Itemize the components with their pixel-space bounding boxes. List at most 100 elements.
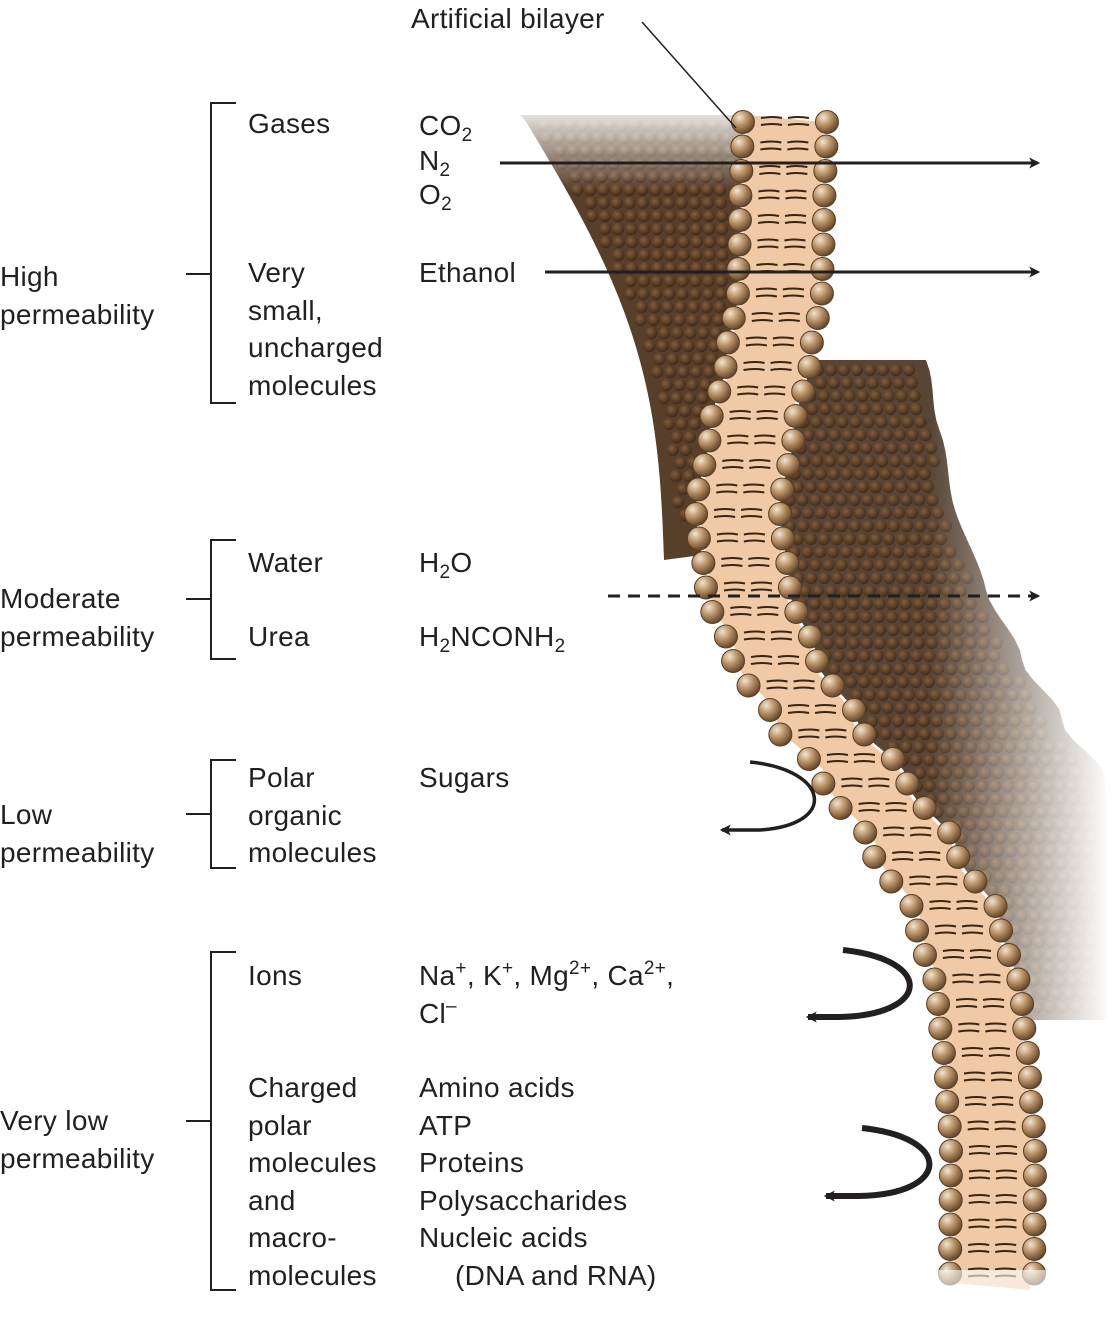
polar-head <box>843 699 866 722</box>
back-head <box>584 197 596 209</box>
back-head <box>679 353 691 365</box>
back-head <box>906 507 918 519</box>
polar-head <box>769 503 792 526</box>
back-head <box>918 715 930 727</box>
back-head <box>638 210 650 222</box>
back-head <box>895 481 907 493</box>
back-head <box>835 559 847 571</box>
tail <box>964 1080 985 1081</box>
formula-part: Ca <box>607 960 643 991</box>
tail <box>744 632 765 633</box>
formula-part: K <box>483 960 502 991</box>
tail <box>979 975 1000 976</box>
polar-head <box>731 111 754 134</box>
bracket-low <box>186 760 236 868</box>
back-head <box>880 507 892 519</box>
tail <box>717 541 738 542</box>
tail <box>958 1024 979 1025</box>
back-head <box>818 533 830 545</box>
back-head <box>854 663 866 675</box>
back-head <box>867 507 879 519</box>
molecule-sugars: Sugars <box>419 759 510 797</box>
tail <box>868 786 889 787</box>
tail <box>771 369 792 370</box>
category-ions: Ions <box>248 957 302 995</box>
back-head <box>613 236 625 248</box>
polar-head <box>687 478 710 501</box>
back-head <box>895 390 907 402</box>
formula-part: H <box>419 547 440 578</box>
arrow-macro-bounce <box>826 1128 929 1196</box>
back-head <box>848 494 860 506</box>
back-head <box>893 468 905 480</box>
tail <box>743 485 764 486</box>
tail <box>785 215 806 216</box>
polar-head <box>729 209 752 232</box>
level-text-line: Very low <box>0 1102 155 1140</box>
tail <box>758 222 779 223</box>
polar-head <box>798 625 821 648</box>
back-head <box>716 223 728 235</box>
back-head <box>834 442 846 454</box>
back-head <box>850 455 862 467</box>
polar-head <box>708 380 731 403</box>
back-head <box>880 468 892 480</box>
subscript: 2 <box>555 636 566 657</box>
back-head <box>651 366 663 378</box>
back-head <box>908 481 920 493</box>
back-head <box>887 637 899 649</box>
back-head <box>886 611 898 623</box>
tail <box>995 1227 1016 1228</box>
back-head <box>697 327 709 339</box>
back-head <box>919 507 931 519</box>
polar-head <box>927 993 950 1016</box>
level-text-line: permeability <box>0 1140 155 1178</box>
tail <box>983 1006 1004 1007</box>
polar-head <box>929 1017 952 1040</box>
back-head <box>649 197 661 209</box>
superscript: 2+ <box>569 958 591 979</box>
back-head <box>836 520 848 532</box>
tail <box>754 436 775 437</box>
back-head <box>864 689 876 701</box>
polar-head <box>797 748 820 771</box>
polar-head <box>863 846 886 869</box>
back-head <box>875 520 887 532</box>
back-head <box>821 442 833 454</box>
level-text-line: permeability <box>0 618 155 656</box>
back-head <box>664 249 676 261</box>
formula-part: Cl <box>419 998 446 1029</box>
molecules-macro: Amino acids ATP Proteins Polysaccharides… <box>419 1069 657 1294</box>
back-head <box>854 429 866 441</box>
back-head <box>910 403 922 415</box>
formula-part: O <box>419 179 441 210</box>
tail <box>968 1220 989 1221</box>
category-text-line: Ions <box>248 957 302 995</box>
polar-head <box>701 601 724 624</box>
back-head <box>840 546 852 558</box>
back-head <box>664 210 676 222</box>
polar-head <box>1023 1164 1046 1187</box>
back-head <box>869 481 881 493</box>
tail <box>968 1129 989 1130</box>
tail <box>996 1146 1017 1147</box>
back-head <box>821 611 833 623</box>
category-charged-polar-macro: Charged polar molecules and macro- molec… <box>248 1069 377 1294</box>
back-head <box>692 353 704 365</box>
tail <box>757 614 778 615</box>
category-urea: Urea <box>248 618 310 656</box>
back-head <box>701 197 713 209</box>
tail <box>970 957 991 958</box>
category-text-line: uncharged <box>248 329 383 367</box>
back-head <box>832 650 844 662</box>
back-head <box>863 455 875 467</box>
back-head <box>879 728 891 740</box>
back-head <box>624 275 636 287</box>
back-head <box>870 533 882 545</box>
back-head <box>808 442 820 454</box>
tail <box>721 558 742 559</box>
back-head <box>837 455 849 467</box>
tail <box>965 1097 986 1098</box>
back-head <box>857 572 869 584</box>
tail <box>786 166 807 167</box>
